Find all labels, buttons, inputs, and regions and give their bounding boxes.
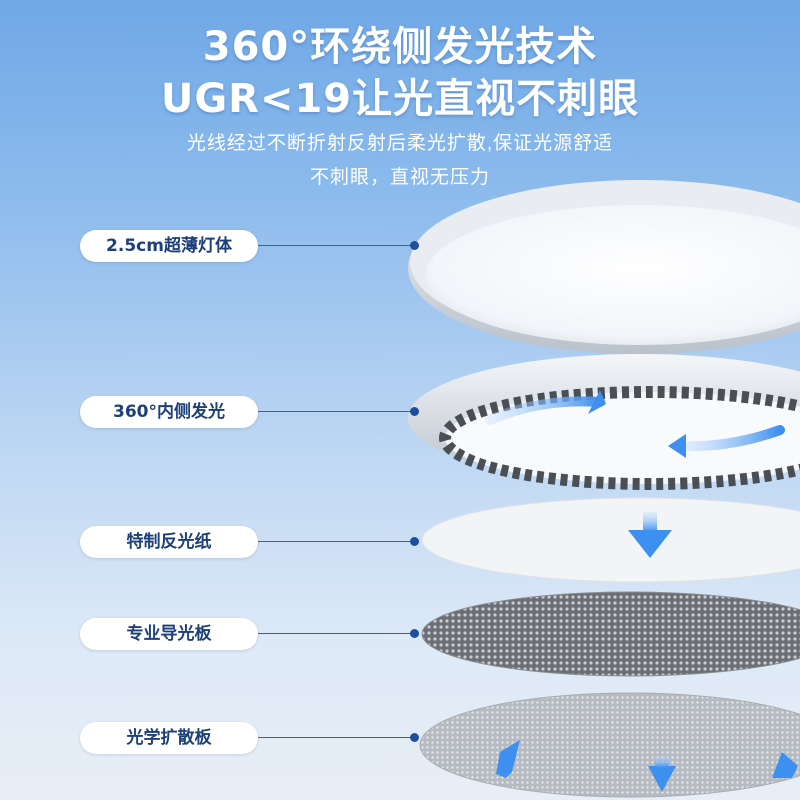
down-arrow-icon (772, 752, 798, 778)
connector-line (258, 245, 414, 246)
connector-dot (410, 407, 419, 416)
light-guide-plate-layer (421, 591, 800, 677)
label-reflective-paper: 特制反光纸 (80, 526, 258, 558)
diffuser-plate-layer (419, 692, 800, 798)
heading-line-2: UGR<19让光直视不刺眼 (160, 76, 640, 122)
down-arrow-icon (648, 766, 676, 792)
connector-line (258, 737, 414, 738)
lamp-body-layer (408, 180, 800, 354)
connector-dot (410, 733, 419, 742)
down-arrow-icon (496, 740, 524, 778)
subtitle-line-1: 光线经过不断折射反射后柔光扩散,保证光源舒适 (186, 133, 614, 154)
label-diffuser-plate: 光学扩散板 (80, 722, 258, 754)
connector-dot (410, 537, 419, 546)
subtitle-line-2: 不刺眼，直视无压力 (309, 167, 490, 188)
connector-dot (410, 241, 419, 250)
connector-line (258, 411, 414, 412)
rotation-arrow-icon (675, 425, 785, 452)
connector-dot (410, 629, 419, 638)
label-light-guide-plate: 专业导光板 (80, 618, 258, 650)
heading-line-1: 360°环绕侧发光技术 (202, 24, 598, 70)
reflective-paper-layer (421, 497, 800, 583)
side-light-ring-layer (408, 354, 800, 490)
connector-line (258, 633, 414, 634)
down-arrow-icon (643, 512, 657, 532)
label-lamp-body: 2.5cm超薄灯体 (80, 230, 258, 262)
connector-line (258, 541, 414, 542)
rotation-arrow-icon (485, 396, 605, 425)
label-side-light: 360°内侧发光 (80, 396, 258, 428)
